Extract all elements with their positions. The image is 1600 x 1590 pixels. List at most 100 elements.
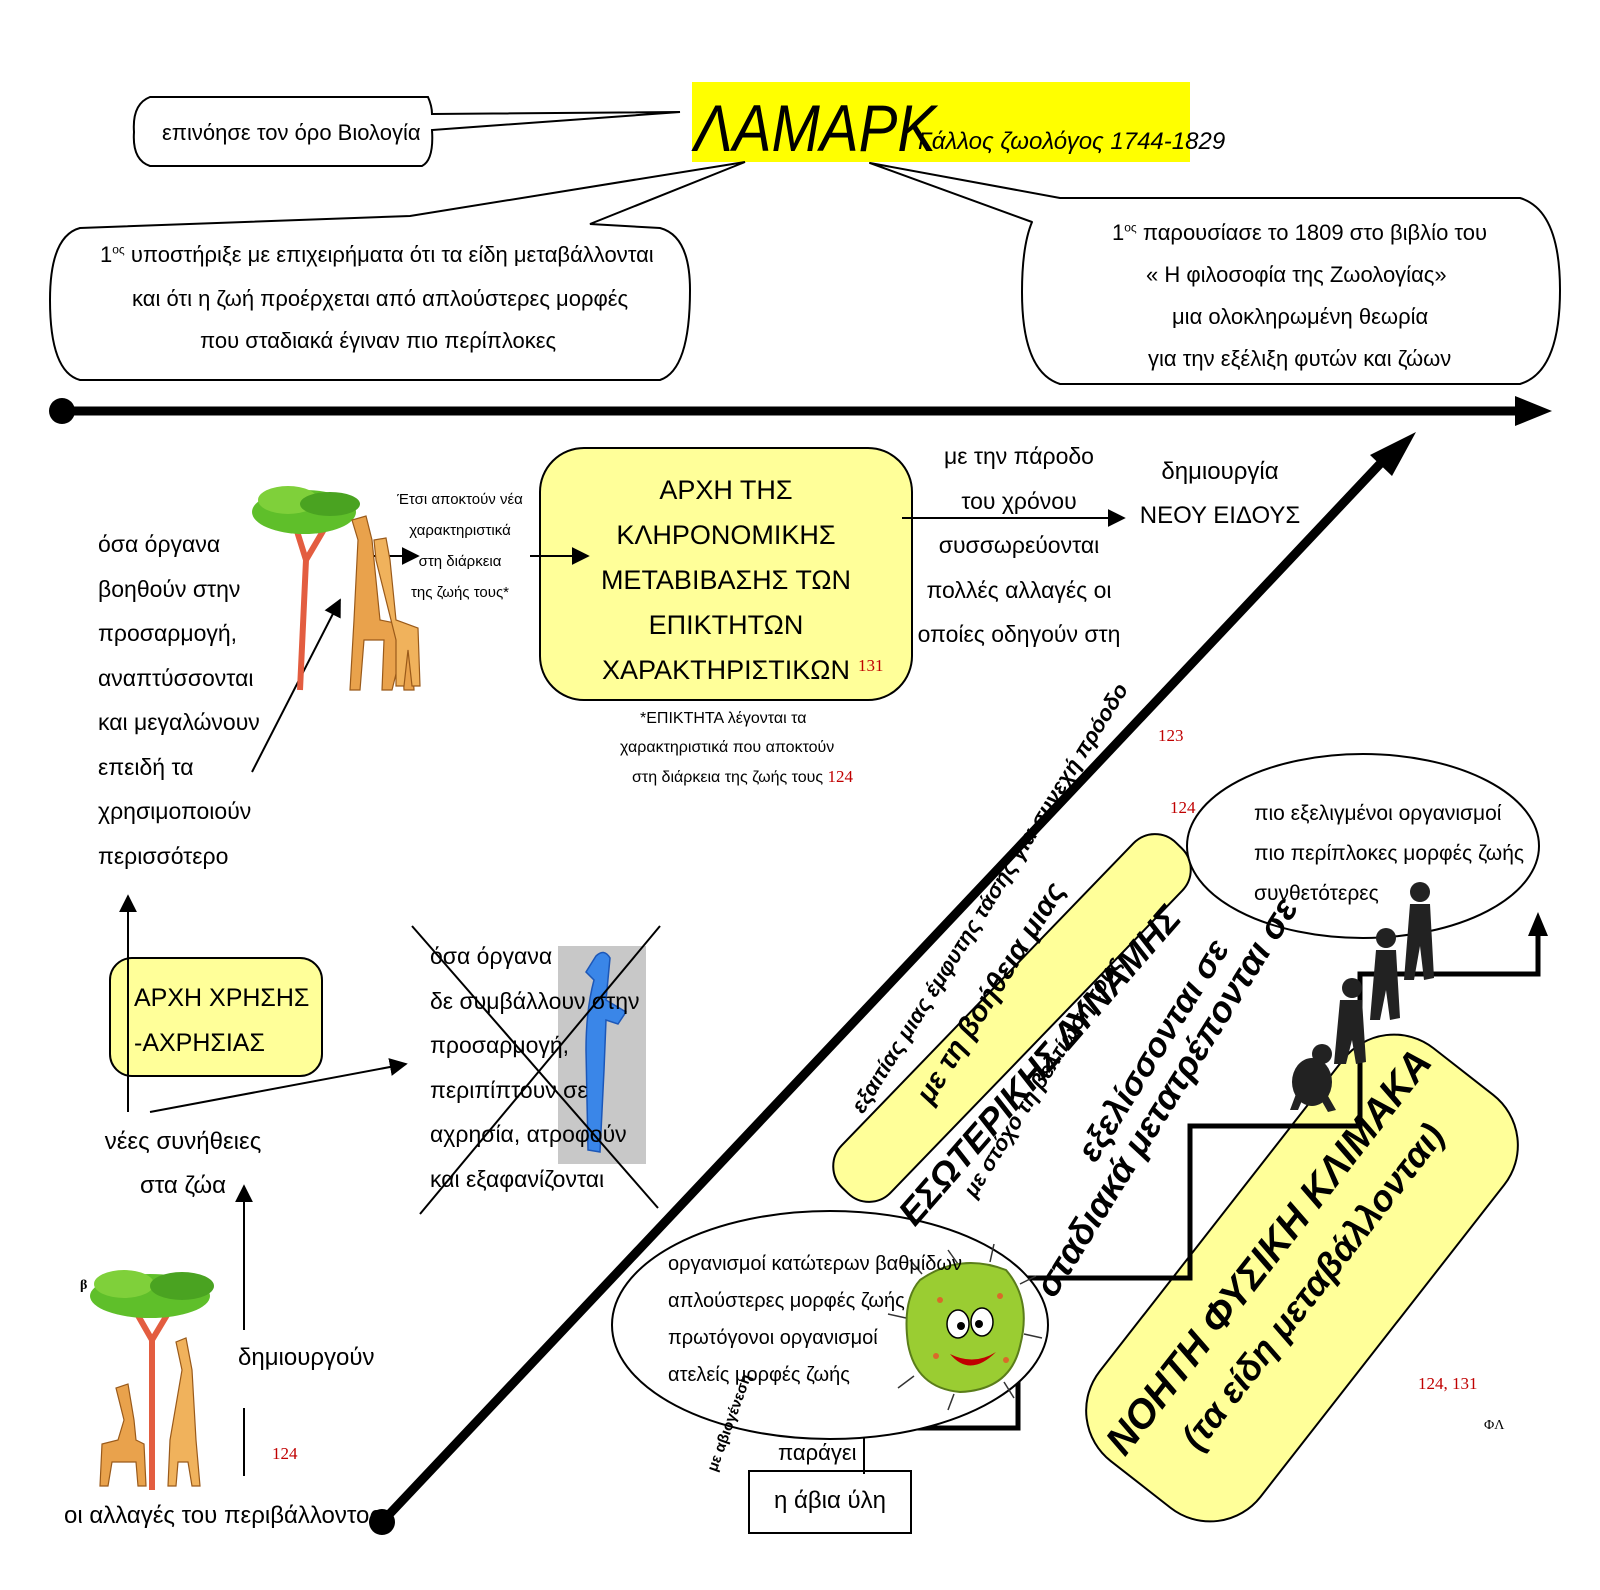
signature: ΦΛ — [1484, 1418, 1505, 1433]
inanimate-box: η άβια ύλη — [748, 1470, 912, 1534]
ref-124-footnote: 124 — [827, 767, 854, 786]
advanced-line: πιο εξελιγμένοι οργανισμοί — [1254, 802, 1502, 825]
organs-used-line: και μεγαλώνουν — [98, 709, 260, 735]
time-line: πολλές αλλαγές οι — [926, 576, 1112, 603]
organs-unused-line: δε συμβάλλουν στην — [430, 987, 640, 1014]
footnote-line: στη διάρκεια της ζωής τους 124 — [620, 762, 853, 792]
acquire-line: της ζωής τους* — [410, 584, 510, 601]
page-subtitle: Γάλλος ζωολόγος 1744-1829 — [918, 128, 1226, 155]
figure-letter: β — [80, 1278, 88, 1293]
new-species-line: ΝΕΟΥ ΕΙΔΟΥΣ — [1139, 502, 1301, 529]
staircase-arrowhead — [1528, 912, 1548, 936]
organs-used-line: βοηθούν στην — [98, 575, 241, 602]
organs-unused-line: περιπίπτουν σε — [430, 1076, 588, 1103]
ref-131: 131 — [858, 656, 884, 675]
giraffes-short-illustration — [90, 1270, 214, 1490]
use-disuse-principle: ΑΡΧΗ ΧΡΗΣΗΣ -ΑΧΡΗΣΙΑΣ — [134, 976, 309, 1066]
cross-line-2 — [419, 925, 661, 1215]
left-bubble-line-3: που σταδιακά έγιναν πιο περίπλοκες — [200, 328, 557, 353]
right-bubble-line-3: μια ολοκληρωμένη θεωρία — [1172, 304, 1429, 329]
right-bubble-line-4: για την εξέλιξη φυτών και ζώων — [1148, 346, 1452, 371]
new-habits-line: νέες συνήθειες — [104, 1128, 262, 1155]
footnote: *ΕΠΙΚΤΗΤΑ λέγονται τα χαρακτηριστικά που… — [620, 704, 853, 792]
left-bubble — [48, 161, 746, 381]
new-species: δημιουργία ΝΕΟΥ ΕΙΔΟΥΣ — [1130, 450, 1310, 538]
time-line: οποίες οδηγούν στη — [917, 621, 1121, 647]
inheritance-line: ΕΠΙΚΤΗΤΩΝ — [648, 610, 804, 640]
right-bubble-sup: ος — [1124, 220, 1137, 235]
organs-unused-line: προσαρμογή, — [430, 1032, 570, 1058]
use-disuse-line: ΑΡΧΗ ΧΡΗΣΗΣ — [134, 984, 310, 1012]
footnote-text: στη διάρκεια της ζωής τους — [632, 769, 824, 786]
inheritance-principle: ΑΡΧΗ ΤΗΣ ΚΛΗΡΟΝΟΜΙΚΗΣ ΜΕΤΑΒΙΒΑΣΗΣ ΤΩΝ ΕΠ… — [560, 468, 892, 693]
advanced-ellipse — [1186, 753, 1540, 939]
use-disuse-line: -ΑΧΡΗΣΙΑΣ — [134, 1029, 265, 1057]
organs-used-line: περισσότερο — [98, 842, 229, 869]
ref-124-create: 124 — [272, 1444, 298, 1463]
advanced-line: πιο περίπλοκες μορφές ζωής — [1254, 842, 1525, 865]
right-bubble — [869, 162, 1561, 385]
create-label: δημιουργούν — [238, 1344, 375, 1371]
right-bubble-line-2: « Η φιλοσοφία της Ζωολογίας» — [1146, 262, 1447, 287]
organs-used-line: προσαρμογή, — [98, 620, 238, 646]
arrow-to-unused — [149, 1058, 408, 1113]
organs-unused-text: όσα όργανα δε συμβάλλουν στην προσαρμογή… — [430, 934, 639, 1201]
lower-text: οργανισμοί κατώτερων βαθμίδων απλούστερε… — [668, 1246, 962, 1394]
arrow-to-giraffes — [251, 598, 341, 773]
inheritance-box — [539, 447, 913, 701]
acquire-line: χαρακτηριστικά — [409, 522, 511, 539]
organs-unused-line: όσα όργανα — [430, 943, 553, 969]
organs-used-line: επειδή τα — [98, 753, 194, 780]
lower-line: απλούστερες μορφές ζωής — [668, 1290, 905, 1312]
left-bubble-prefix: 1 — [100, 242, 113, 267]
timeline-arrowhead — [1515, 396, 1552, 426]
left-bubble-sup: ος — [112, 242, 125, 257]
title-highlight — [692, 82, 1190, 162]
biology-bubble — [132, 96, 681, 167]
inheritance-line: ΚΛΗΡΟΝΟΜΙΚΗΣ — [616, 520, 836, 550]
microbe-illustration — [887, 1243, 1043, 1411]
right-bubble-text-1: παρουσίασε το 1809 στο βιβλίο του — [1142, 220, 1488, 245]
diagonal-start-dot — [369, 1509, 395, 1535]
organs-unused-line: αχρησία, ατροφούν — [430, 1121, 627, 1147]
lower-line: οργανισμοί κατώτερων βαθμίδων — [668, 1253, 963, 1275]
footnote-line: *ΕΠΙΚΤΗΤΑ λέγονται τα — [640, 710, 807, 727]
left-bubble-line-2: και ότι η ζωή προέρχεται από απλούστερες… — [132, 286, 629, 311]
organs-used-line: όσα όργανα — [98, 531, 221, 557]
organs-used-line: αναπτύσσονται — [98, 664, 254, 691]
inner-force-pill — [832, 833, 1192, 1203]
right-bubble-line-1: 1ος παρουσίασε το 1809 στο βιβλίο του — [1112, 220, 1487, 246]
inheritance-line: ΧΑΡΑΚΤΗΡΙΣΤΙΚΩΝ — [602, 655, 850, 685]
time-line: με την πάροδο — [944, 443, 1094, 469]
inheritance-line: ΜΕΤΑΒΙΒΑΣΗΣ ΤΩΝ — [600, 565, 852, 595]
evolution-silhouettes — [1290, 882, 1434, 1112]
organs-unused-line: και εξαφανίζονται — [430, 1165, 605, 1192]
acquire-text: Έτσι αποκτούν νέα χαρακτηριστικά στη διά… — [390, 484, 530, 608]
organs-used-text: όσα όργανα βοηθούν στην προσαρμογή, αναπ… — [98, 522, 260, 878]
new-species-line: δημιουργία — [1161, 458, 1279, 485]
lower-line: πρωτόγονοι οργανισμοί — [668, 1327, 878, 1349]
produces-label: παράγει — [778, 1440, 857, 1465]
page-title: ΛΑΜΑΡΚ — [694, 91, 937, 165]
new-habits: νέες συνήθειες στα ζώα — [98, 1120, 268, 1208]
lower-line: ατελείς μορφές ζωής — [668, 1364, 850, 1386]
ref-124-force: 124 — [1170, 798, 1196, 817]
left-bubble-line-1: 1ος υποστήριξε με επιχειρήματα ότι τα εί… — [100, 242, 654, 268]
acquire-line: Έτσι αποκτούν νέα — [397, 491, 523, 508]
env-changes: οι αλλαγές του περιβάλλοντος — [64, 1502, 381, 1529]
use-disuse-box — [109, 957, 323, 1077]
inanimate-label: η άβια ύλη — [773, 1487, 887, 1514]
natural-scale-box — [1085, 1033, 1519, 1523]
biology-bubble-text: επινόησε τον όρο Βιολογία — [162, 120, 421, 145]
inheritance-line: ΑΡΧΗ ΤΗΣ — [659, 475, 793, 505]
time-text: με την πάροδο του χρόνου συσσωρεύονται π… — [914, 434, 1124, 657]
giraffes-tall-illustration — [252, 486, 421, 691]
time-line: συσσωρεύονται — [938, 532, 1100, 558]
left-bubble-text-1: υποστήριξε με επιχειρήματα ότι τα είδη μ… — [130, 242, 654, 267]
footnote-line: χαρακτηριστικά που αποκτούν — [620, 739, 835, 756]
right-bubble-prefix: 1 — [1112, 220, 1125, 245]
organs-used-line: χρησιμοποιούν — [98, 798, 252, 824]
diagonal-axis — [378, 444, 1399, 1526]
